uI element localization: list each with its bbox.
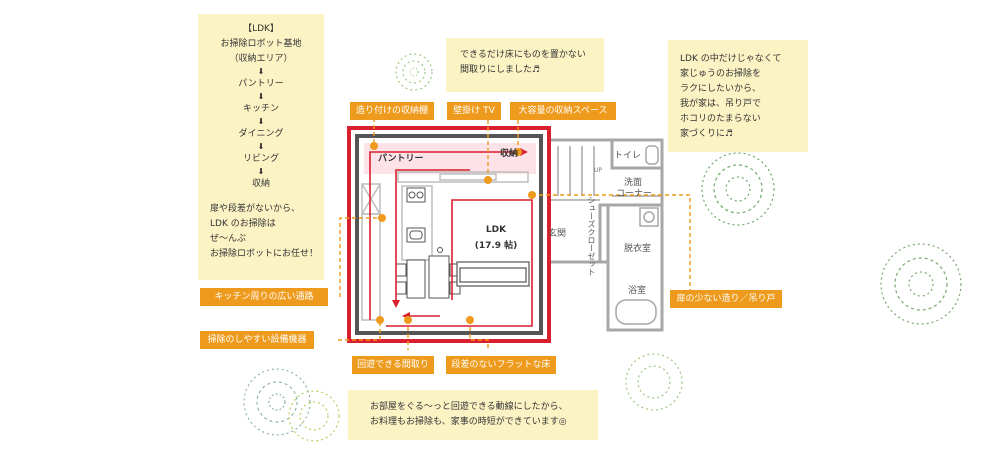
tag-loop-layout: 回遊できる間取り	[352, 356, 434, 374]
flow-step: パントリー	[238, 79, 284, 89]
kitchen-appliances	[406, 187, 426, 243]
entrance-label: 玄関	[548, 229, 567, 239]
hanging-door-note: LDK の中だけじゃなくて 家じゅうのお掃除を ラクにしたいから、 我が家は、吊…	[668, 40, 808, 152]
annex-walls	[548, 138, 664, 332]
leader-lines	[338, 118, 691, 350]
flow-text-line: LDK のお掃除は	[210, 219, 276, 229]
ldk-size-label: (17.9 帖)	[474, 241, 518, 251]
note-line: 家じゅうのお掃除を	[680, 69, 762, 79]
flow-arrow-icon: ⬇	[257, 92, 265, 101]
flow-arrow-icon: ⬇	[257, 117, 265, 126]
pantry-label: パントリー	[378, 154, 424, 164]
tree-illustration	[288, 390, 340, 442]
washroom-label-2: コーナー	[616, 189, 653, 199]
washroom-label-1: 洗面	[624, 178, 643, 188]
shoes-closet-label: シューズクローゼット	[587, 196, 596, 276]
flow-title: 【LDK】	[243, 24, 279, 34]
tree-illustration	[395, 53, 433, 91]
tag-large-storage: 大容量の収納スペース	[510, 102, 616, 120]
note-line: 家づくりに♬	[680, 129, 734, 139]
tag-flat-floor: 段差のないフラットな床	[446, 356, 556, 374]
tree-illustration	[880, 243, 962, 325]
note-line: ラクにしたいから、	[680, 84, 762, 94]
flow-text-line: お掃除ロボットにお任せ！	[210, 249, 319, 259]
tag-hanging-doors: 扉の少ない造り／吊り戸	[670, 290, 782, 308]
circulation-route	[369, 151, 533, 327]
flow-arrow-icon: ⬇	[257, 142, 265, 151]
tree-illustration	[625, 353, 683, 411]
tag-kitchen-passage: キッチン周りの広い通路	[200, 288, 328, 306]
note-line: お部屋をぐる～っと回遊できる動線にしたから、	[370, 402, 568, 412]
note-line: 我が家は、吊り戸で	[680, 99, 762, 109]
tag-easy-clean-equipment: 掃除のしやすい設備機器	[200, 331, 314, 349]
tree-illustration	[701, 152, 775, 226]
sofa	[456, 261, 530, 287]
bath-label: 浴室	[628, 286, 647, 296]
flow-step: 収納	[251, 179, 270, 189]
dressing-room-label: 脱衣室	[624, 244, 652, 254]
ldk-label: LDK	[485, 225, 507, 235]
flow-step: キッチン	[242, 104, 279, 114]
note-line: LDK の中だけじゃなくて	[680, 54, 782, 64]
note-line: できるだけ床にものを置かない	[460, 50, 586, 60]
pantry-area	[364, 143, 536, 174]
loop-layout-note: お部屋をぐる～っと回遊できる動線にしたから、 お料理もお掃除も、家事の時短ができ…	[348, 390, 598, 440]
leader-dots	[370, 142, 536, 324]
stairs-up-label: UP	[594, 167, 603, 174]
flow-text-line: 扉や段差がないから、	[210, 204, 301, 214]
flow-line-2: （収納エリア）	[229, 54, 293, 64]
annex-details	[547, 140, 662, 325]
flow-step: ダイニング	[238, 129, 284, 139]
flow-line-1: お掃除ロボット基地	[220, 39, 302, 49]
interior-lines	[361, 171, 529, 321]
flow-arrow-icon: ⬇	[257, 167, 265, 176]
tag-built-in-storage: 造り付けの収納棚	[350, 102, 434, 120]
note-line: ホコリのたまらない	[680, 114, 761, 124]
cleaning-flow-note: 【LDK】 お掃除ロボット基地 （収納エリア） ⬇ パントリー ⬇ キッチン ⬇…	[198, 14, 324, 280]
note-line: 間取りにしました♬	[460, 65, 541, 75]
tag-wall-tv: 壁掛け TV	[447, 102, 501, 120]
flow-text-line: ぜ～んぶ	[210, 234, 247, 244]
note-line: お料理もお掃除も、家事の時短ができています◎	[370, 417, 567, 427]
storage-label: 収納	[500, 149, 519, 159]
ldk-red-frame	[347, 126, 551, 343]
floor-clear-note: できるだけ床にものを置かない 間取りにしました♬	[446, 38, 604, 92]
toilet-label: トイレ	[614, 151, 642, 161]
ldk-walls	[355, 134, 543, 335]
flow-step: リビング	[242, 154, 279, 164]
dining-set	[395, 247, 461, 299]
flow-arrow-icon: ⬇	[257, 67, 265, 76]
